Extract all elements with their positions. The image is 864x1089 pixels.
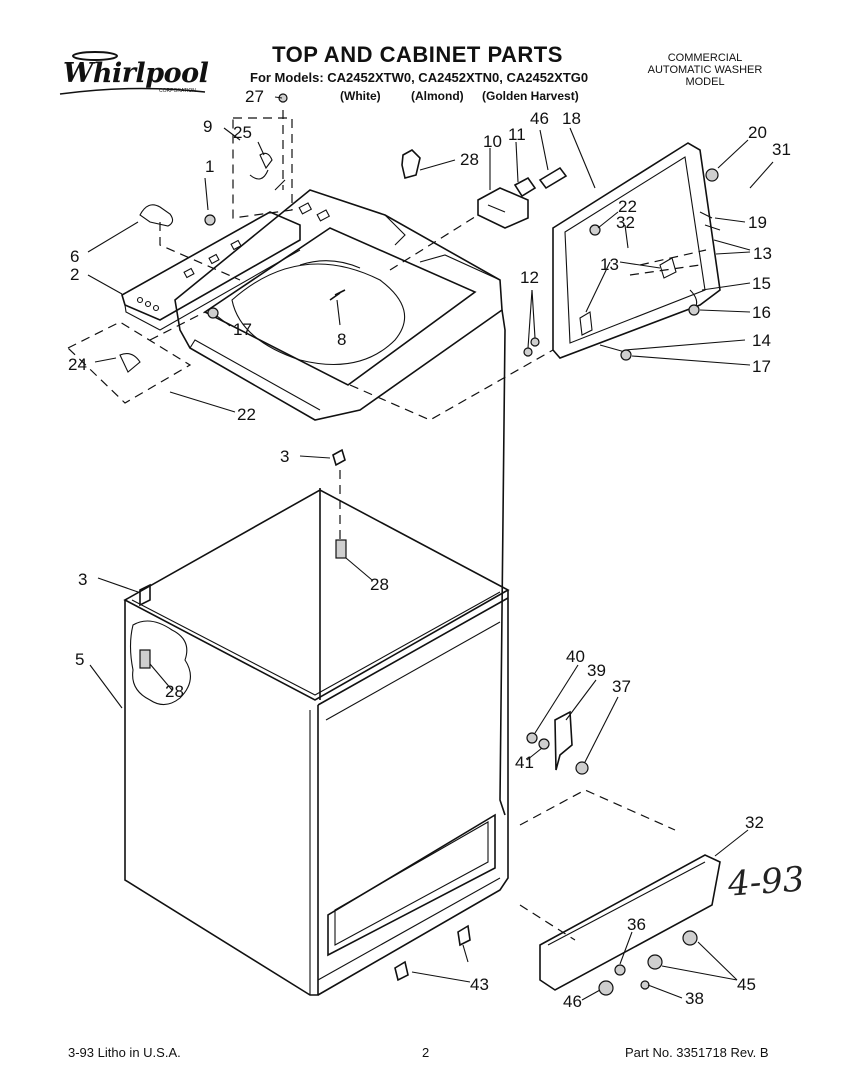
callout-2: 2 — [70, 265, 79, 284]
callout-6: 6 — [70, 247, 79, 266]
callout-38: 37 — [612, 677, 631, 696]
callout-8: 8 — [337, 330, 346, 349]
callout-27: 25 — [233, 123, 252, 142]
callout-31: 28 — [460, 150, 479, 169]
top-panel — [174, 189, 506, 816]
callout-25: 24 — [68, 355, 87, 374]
whirlpool-logo: Whirlpool CORPORATION — [55, 48, 210, 100]
page-title: TOP AND CABINET PARTS — [272, 42, 563, 67]
lid-hinge-parts — [389, 166, 568, 271]
callout-22-right: 20 — [748, 123, 767, 142]
model-type-line-2: AUTOMATIC WASHER — [647, 64, 763, 76]
callout-39: 38 — [685, 989, 704, 1008]
callout-22-inner: 22 — [618, 197, 637, 216]
leader-lines — [87, 96, 774, 1001]
callout-17-lower: 17 — [752, 357, 771, 376]
callout-46-left: 46 — [563, 992, 582, 1011]
footer-part-number: Part No. 3351718 Rev. B — [625, 1045, 769, 1060]
callout-19: 18 — [562, 109, 581, 128]
cabinet — [123, 448, 510, 996]
callout-3-top: 3 — [280, 447, 289, 466]
callout-13-left: 12 — [520, 268, 539, 287]
brand-name: Whirlpool — [63, 58, 209, 89]
callout-28-top: 27 — [245, 87, 264, 106]
callout-17-upper: 16 — [752, 303, 771, 322]
model-type-line-1: COMMERCIAL — [667, 52, 743, 64]
callout-1: 1 — [205, 157, 214, 176]
callout-32-inner: 32 — [616, 213, 635, 232]
color-almond: (Almond) — [411, 89, 464, 103]
callout-40: 39 — [587, 661, 606, 680]
callout-9: 9 — [203, 117, 212, 136]
callout-36: 32 — [745, 813, 764, 832]
brand-sub: CORPORATION — [159, 88, 196, 94]
callout-45: 43 — [470, 975, 489, 994]
callout-5: 5 — [75, 650, 84, 669]
footer-litho: 3-93 Litho in U.S.A. — [68, 1045, 181, 1060]
callout-12: 46 — [530, 109, 549, 128]
callout-46-right: 45 — [737, 975, 756, 994]
callout-16: 15 — [752, 274, 771, 293]
callout-labels: 1 2 3 3 5 6 8 9 10 11 12 13 13 14 15 16 … — [68, 87, 791, 1011]
callout-10: 10 — [483, 132, 502, 151]
callout-15: 14 — [752, 331, 771, 350]
footer-page-number: 2 — [422, 1045, 430, 1060]
callout-28-cutaway: 28 — [165, 682, 184, 701]
callout-20: 19 — [748, 213, 767, 232]
handwritten-date-note: 4-93 — [726, 859, 806, 905]
control-console — [121, 202, 331, 331]
lid — [523, 142, 721, 361]
console-hardware — [139, 149, 421, 319]
callout-18: 17 — [233, 320, 252, 339]
toe-panel — [394, 710, 721, 996]
color-white: (White) — [340, 89, 381, 103]
switch-box — [66, 311, 206, 404]
callout-28-cabinet: 28 — [370, 575, 389, 594]
model-type-line-3: MODEL — [685, 76, 725, 88]
callout-32-right: 31 — [772, 140, 791, 159]
callout-3-left: 3 — [78, 570, 87, 589]
model-type: COMMERCIAL AUTOMATIC WASHER MODEL — [630, 52, 780, 88]
wire-harness-box — [232, 93, 293, 219]
callout-43: 41 — [515, 753, 534, 772]
logo-swoosh-icon — [59, 51, 206, 95]
callout-24: 22 — [237, 405, 256, 424]
callout-13-right: 13 — [753, 244, 772, 263]
model-numbers: For Models: CA2452XTW0, CA2452XTN0, CA24… — [250, 70, 589, 85]
callout-41: 40 — [566, 647, 585, 666]
callout-37: 36 — [627, 915, 646, 934]
callout-14: 13 — [600, 255, 619, 274]
callout-11: 11 — [508, 125, 526, 144]
assembly-guide-line — [349, 349, 554, 421]
color-golden-harvest: (Golden Harvest) — [482, 89, 579, 103]
